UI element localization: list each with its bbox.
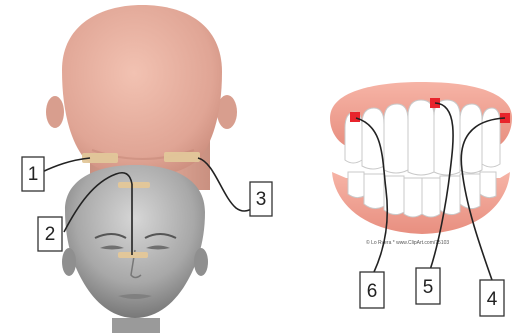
face-front-illustration [62, 165, 208, 333]
denture-illustration: © Lo Rvera * www.ClipArt.com/75103 [330, 82, 512, 246]
electrode-pad-2 [118, 182, 150, 188]
svg-text:3: 3 [256, 189, 267, 210]
electrode-label-6: 6 [360, 272, 384, 308]
electrode-label-1: 1 [22, 157, 44, 191]
electrode-label-5: 5 [416, 268, 440, 304]
electrode-label-3: 3 [250, 182, 272, 216]
denture-marker-6 [350, 112, 360, 122]
svg-text:4: 4 [487, 289, 498, 310]
electrode-label-4: 4 [480, 280, 504, 316]
svg-text:6: 6 [367, 281, 378, 302]
electrode-label-2: 2 [38, 217, 62, 251]
svg-text:2: 2 [45, 224, 56, 245]
electrode-pad-nasion [118, 252, 148, 258]
svg-text:5: 5 [423, 277, 434, 298]
svg-text:1: 1 [28, 164, 39, 185]
electrode-pad-3 [164, 152, 200, 162]
head-back-illustration [46, 5, 237, 190]
